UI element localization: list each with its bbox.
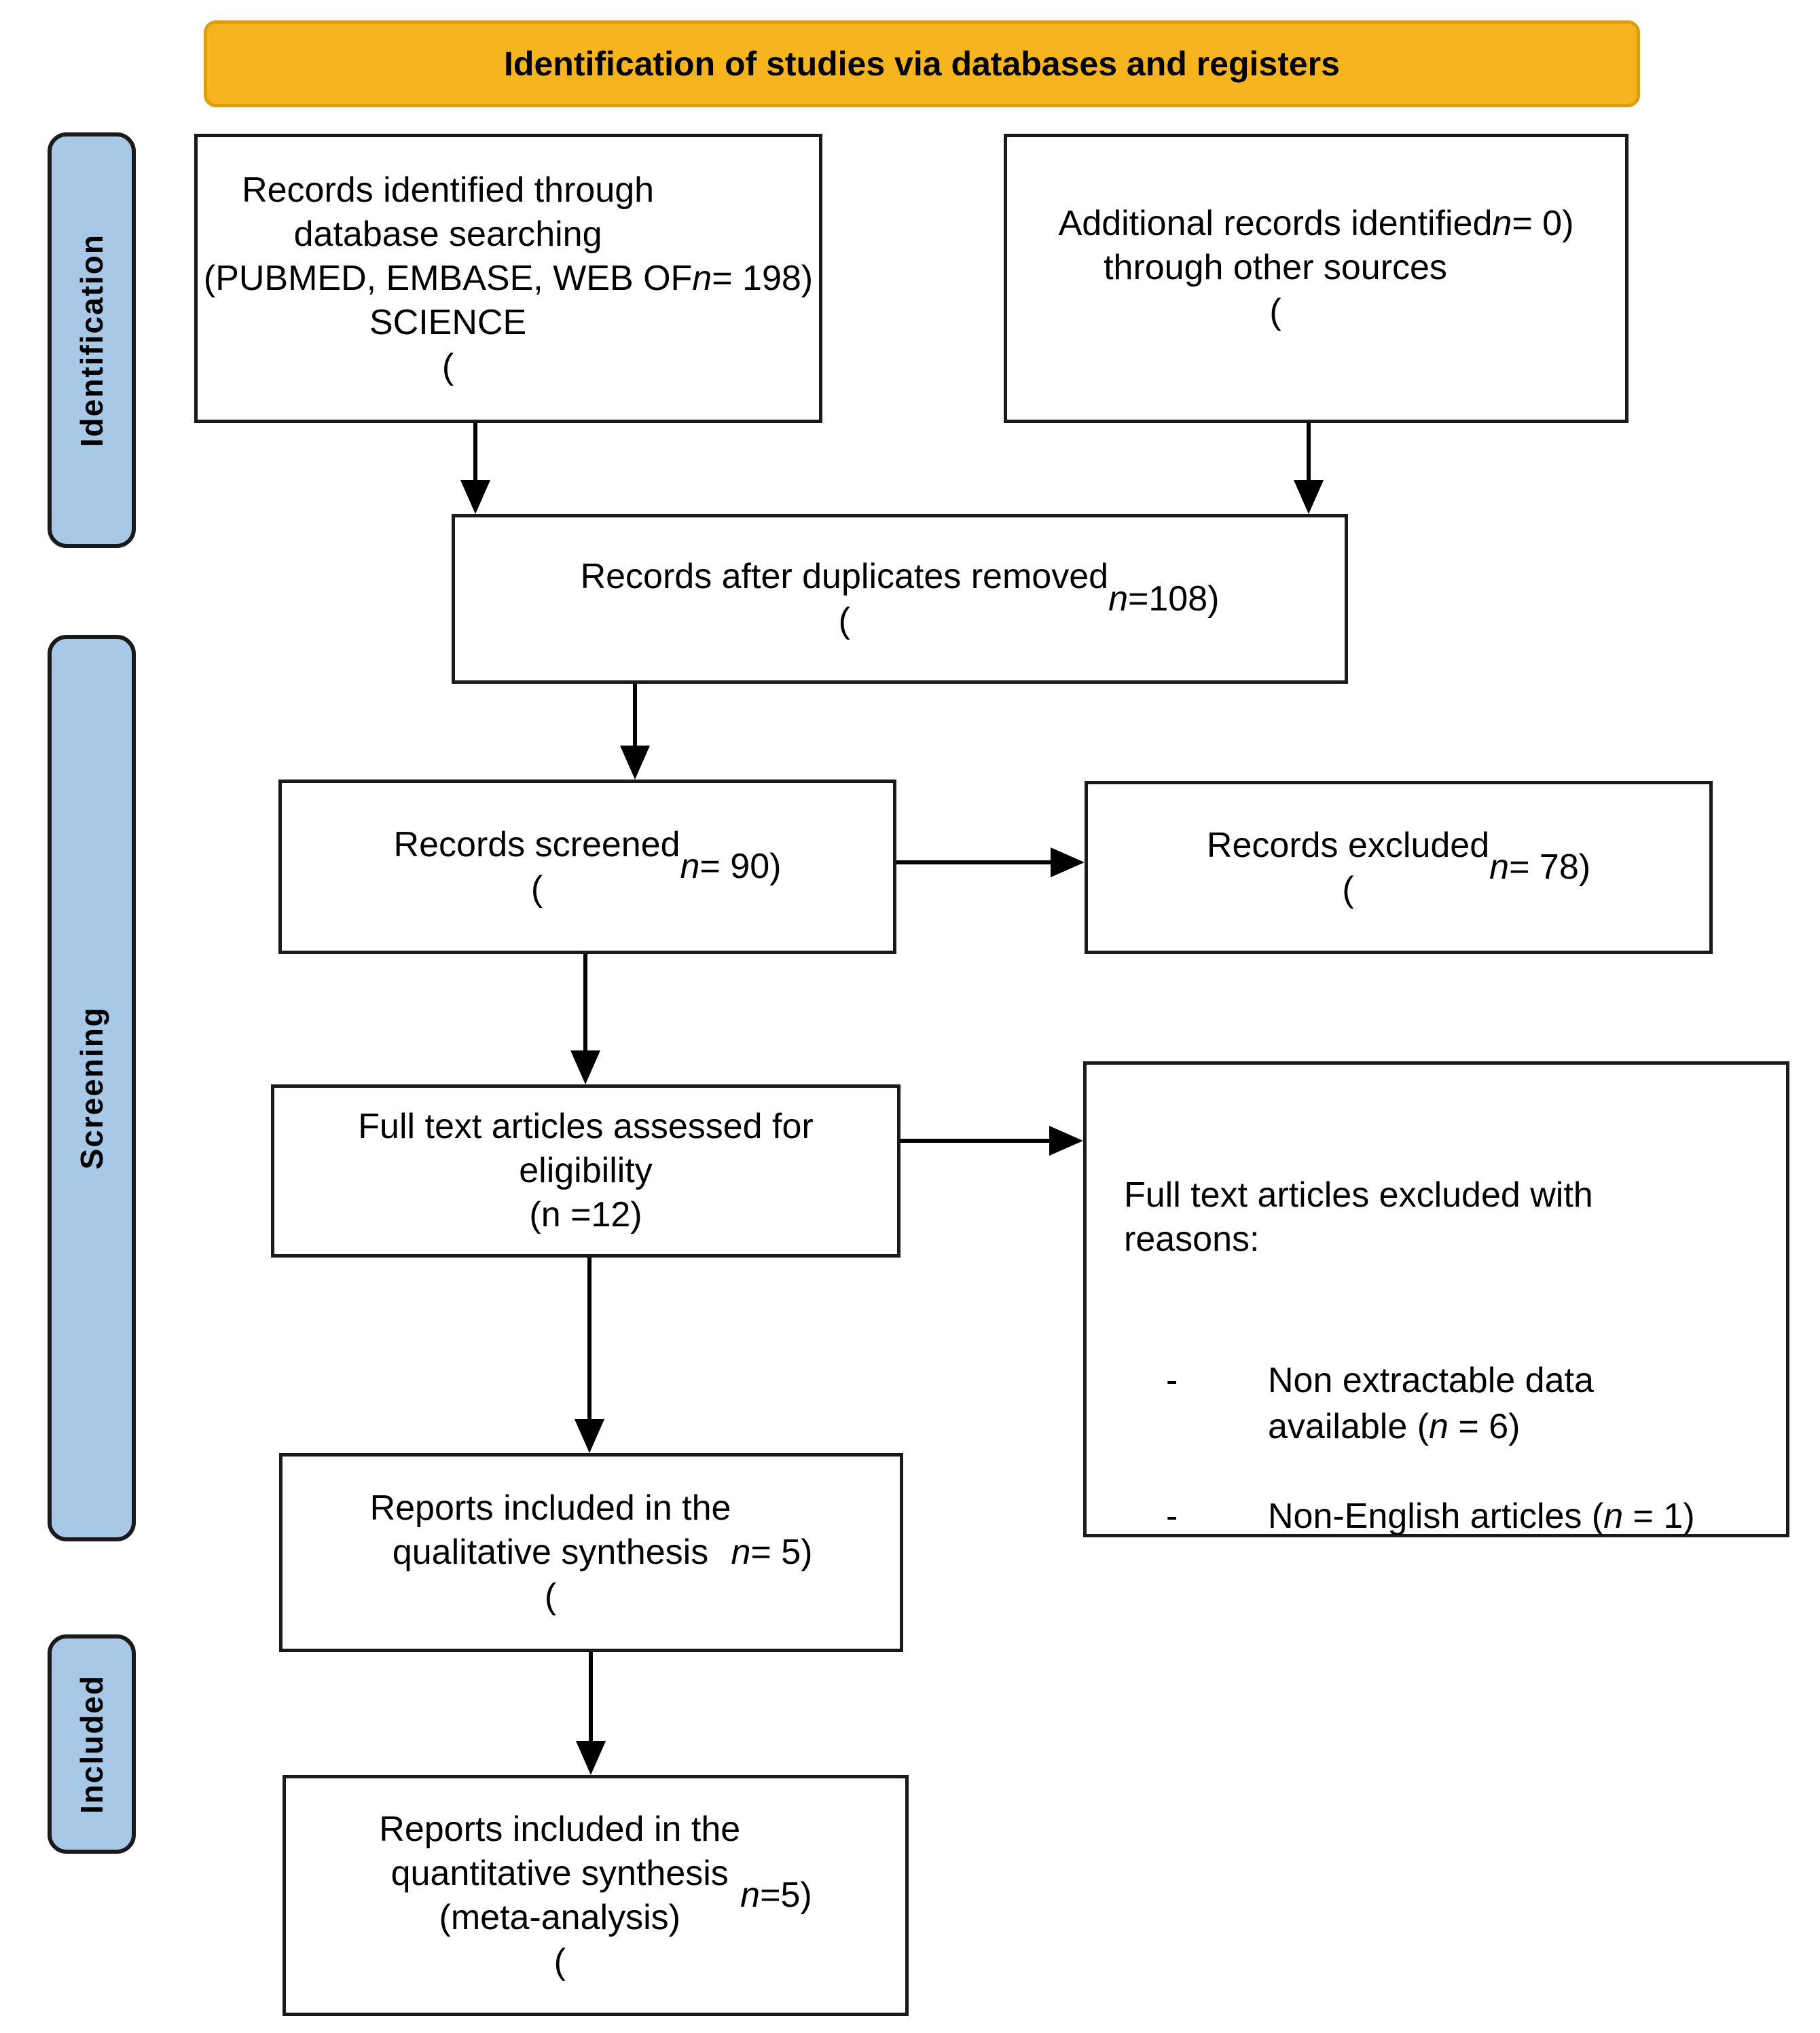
arrowhead-down-icon — [1294, 480, 1324, 514]
fulltext-excluded-heading: Full text articles excluded with reasons… — [1124, 1175, 1593, 1259]
stage-included-label: Included — [74, 1674, 109, 1814]
arrowhead-right-icon — [1049, 1126, 1083, 1156]
stage-identification-label: Identification — [74, 233, 109, 447]
reason-text: Non-English articles (n = 1) — [1268, 1497, 1695, 1537]
node-duplicates-removed: Records after duplicates removed (n =108… — [452, 514, 1348, 684]
node-quantitative-synthesis: Reports included in the quantitative syn… — [283, 1775, 909, 2016]
arrowhead-down-icon — [576, 1741, 606, 1775]
stage-screening-label: Screening — [74, 1006, 109, 1170]
node-fulltext-assessed: Full text articles assessed for eligibil… — [271, 1084, 900, 1258]
node-fulltext-excluded: Full text articles excluded with reasons… — [1083, 1061, 1789, 1537]
banner-title-text: Identification of studies via databases … — [504, 45, 1340, 83]
bullet-dash: - — [1166, 1361, 1178, 1400]
stage-identification: Identification — [48, 132, 136, 548]
reason-text: Non extractable data available (n = 6) — [1268, 1361, 1594, 1446]
banner-title: Identification of studies via databases … — [204, 20, 1640, 107]
arrowhead-right-icon — [1051, 847, 1085, 877]
node-qualitative-synthesis: Reports included in the qualitative synt… — [279, 1453, 903, 1652]
arrowhead-down-icon — [575, 1419, 604, 1453]
arrowhead-down-icon — [570, 1050, 600, 1084]
reason-item: - Non extractable data available (n = 6) — [1124, 1358, 1759, 1450]
fulltext-excluded-reason-list: - Non extractable data available (n = 6)… — [1124, 1314, 1759, 1584]
node-additional-records: Additional records identified through ot… — [1004, 134, 1628, 423]
stage-included: Included — [48, 1634, 136, 1854]
arrowhead-down-icon — [460, 480, 490, 514]
node-records-excluded: Records excluded (n = 78) — [1085, 781, 1713, 954]
node-records-screened: Records screened (n = 90) — [278, 780, 896, 954]
arrowhead-down-icon — [620, 746, 650, 780]
reason-item: - Non-English articles (n = 1) — [1124, 1494, 1759, 1540]
stage-screening: Screening — [48, 635, 136, 1541]
node-records-identified: Records identified through database sear… — [194, 134, 822, 423]
bullet-dash: - — [1166, 1497, 1178, 1537]
